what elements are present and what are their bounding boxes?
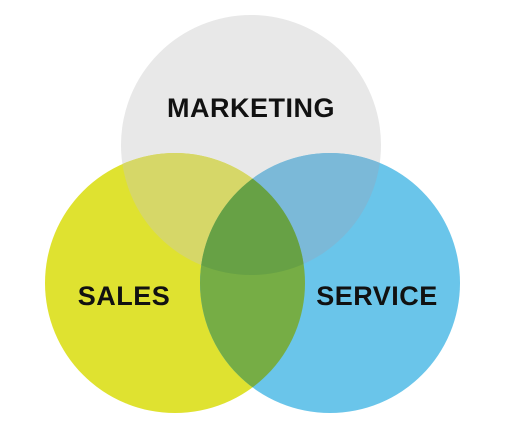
label-marketing: MARKETING — [167, 93, 335, 123]
label-service: SERVICE — [316, 281, 438, 311]
overlap-all-three — [200, 153, 305, 275]
label-sales: SALES — [78, 281, 171, 311]
